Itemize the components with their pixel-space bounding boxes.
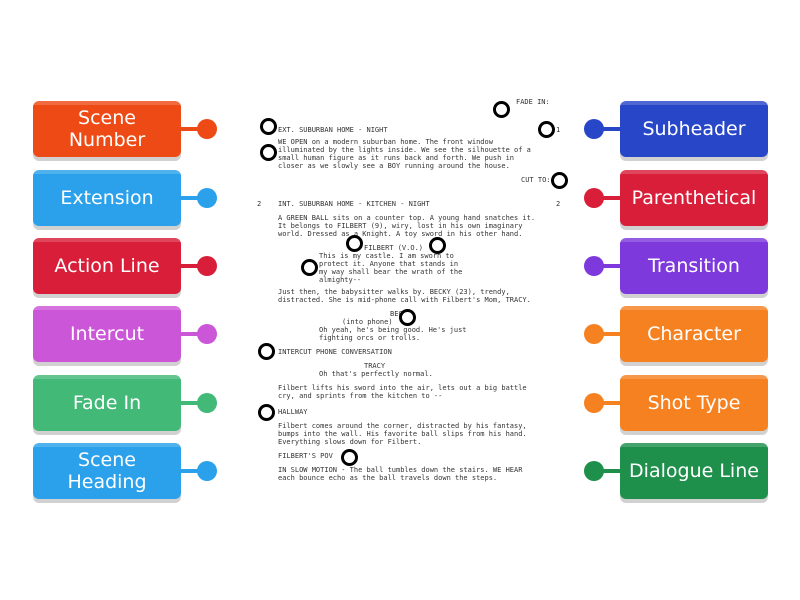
script-line: Filbert lifts his sword into the air, le… [278, 384, 527, 392]
label-intercut[interactable]: Intercut [33, 306, 217, 362]
script-line: HALLWAY [278, 408, 308, 416]
label-text: Fade In [72, 392, 142, 414]
label-text: Transition [648, 255, 740, 277]
connector-stem [181, 127, 199, 131]
script-line: each bounce echo as the ball travels dow… [278, 474, 498, 482]
script-line: 1 [556, 126, 561, 134]
connector-dot[interactable] [197, 188, 217, 208]
connector-dot[interactable] [584, 393, 604, 413]
script-line: cry, and sprints from the kitchen to -- [278, 392, 443, 400]
script-line: INTERCUT PHONE CONVERSATION [278, 348, 392, 356]
label-shot-type[interactable]: Shot Type [584, 375, 768, 431]
drop-target[interactable] [399, 309, 416, 326]
script-line: FILBERT'S POV [278, 452, 333, 460]
drop-target[interactable] [258, 343, 275, 360]
connector-stem [181, 469, 199, 473]
label-text: Action Line [54, 255, 160, 277]
label-character[interactable]: Character [584, 306, 768, 362]
script-line: 2 [556, 200, 561, 208]
connector-stem [181, 401, 199, 405]
connector-dot[interactable] [584, 119, 604, 139]
connector-stem [181, 196, 199, 200]
label-fade-in[interactable]: Fade In [33, 375, 217, 431]
drop-target[interactable] [538, 121, 555, 138]
script-line: 2 [257, 200, 262, 208]
script-line: FADE IN: [516, 98, 550, 106]
label-action-line[interactable]: Action Line [33, 238, 217, 294]
script-line: TRACY [364, 362, 386, 370]
script-line: closer as we slowly see a BOY running ar… [278, 162, 510, 170]
connector-dot[interactable] [584, 188, 604, 208]
connector-dot[interactable] [197, 324, 217, 344]
connector-stem [602, 469, 620, 473]
script-line: Everything slows down for Filbert. [278, 438, 422, 446]
drop-target[interactable] [341, 449, 358, 466]
script-line: my way shall bear the wrath of the [319, 268, 463, 276]
label-text: Character [647, 323, 741, 345]
connector-dot[interactable] [197, 256, 217, 276]
script-line: A GREEN BALL sits on a counter top. A yo… [278, 214, 536, 222]
connector-stem [602, 332, 620, 336]
label-parenthetical[interactable]: Parenthetical [584, 170, 768, 226]
script-line: world. Dressed as a Knight. A toy sword … [278, 230, 523, 238]
script-line: illuminated by the lights inside. We see… [278, 146, 531, 154]
script-line: almighty-- [319, 276, 362, 284]
connector-dot[interactable] [584, 461, 604, 481]
drop-target[interactable] [258, 404, 275, 421]
label-text: Subheader [642, 118, 746, 140]
script-line: fighting orcs or trolls. [319, 334, 421, 342]
script-line: Just then, the babysitter walks by. BECK… [278, 288, 510, 296]
script-line: FILBERT (V.O.) [364, 244, 424, 252]
label-dialogue-line[interactable]: Dialogue Line [584, 443, 768, 499]
script-line: Oh that's perfectly normal. [319, 370, 433, 378]
connector-dot[interactable] [197, 461, 217, 481]
connector-dot[interactable] [584, 324, 604, 344]
connector-stem [602, 264, 620, 268]
connector-dot[interactable] [584, 256, 604, 276]
connector-stem [602, 401, 620, 405]
connector-stem [181, 264, 199, 268]
label-text: Parenthetical [631, 187, 757, 209]
drop-target[interactable] [301, 259, 318, 276]
script-line: It belongs to FILBERT (9), wiry, lost in… [278, 222, 523, 230]
script-line: Filbert comes around the corner, distrac… [278, 422, 527, 430]
script-line: IN SLOW MOTION - The ball tumbles down t… [278, 466, 523, 474]
script-line: This is my castle. I am sworn to [319, 252, 454, 260]
drop-target[interactable] [493, 101, 510, 118]
drop-target[interactable] [551, 172, 568, 189]
label-text: Shot Type [647, 392, 741, 414]
screenplay-page: FADE IN: EXT. SUBURBAN HOME - NIGHT 1 WE OP… [250, 92, 560, 492]
label-transition[interactable]: Transition [584, 238, 768, 294]
label-text: Dialogue Line [629, 460, 759, 482]
connector-dot[interactable] [197, 393, 217, 413]
connector-stem [181, 332, 199, 336]
drop-target[interactable] [260, 144, 277, 161]
script-line: small human figure as it runs back and f… [278, 154, 515, 162]
script-line: INT. SUBURBAN HOME - KITCHEN - NIGHT [278, 200, 430, 208]
connector-stem [602, 196, 620, 200]
label-text: Intercut [69, 323, 145, 345]
connector-dot[interactable] [197, 119, 217, 139]
drop-target[interactable] [260, 118, 277, 135]
script-line: EXT. SUBURBAN HOME - NIGHT [278, 126, 388, 134]
script-line: CUT TO: [521, 176, 551, 184]
script-line: protect it. Anyone that stands in [319, 260, 459, 268]
script-line: bumps into the wall. His favorite ball s… [278, 430, 527, 438]
label-extension[interactable]: Extension [33, 170, 217, 226]
connector-stem [602, 127, 620, 131]
drop-target[interactable] [346, 235, 363, 252]
script-line: (into phone) [342, 318, 393, 326]
script-line: WE OPEN on a modern suburban home. The f… [278, 138, 493, 146]
label-subheader[interactable]: Subheader [584, 101, 768, 157]
drop-target[interactable] [429, 237, 446, 254]
script-line: Oh yeah, he's being good. He's just [319, 326, 467, 334]
script-line: distracted. She is mid-phone call with F… [278, 296, 531, 304]
label-text: Extension [60, 187, 154, 209]
